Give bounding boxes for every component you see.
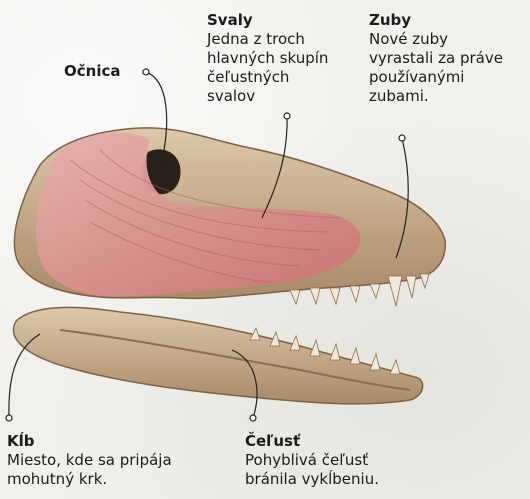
label-svaly-line-1: Jedna z troch: [207, 30, 367, 49]
label-celust-line-2: bránila vykĺbeniu.: [245, 470, 485, 489]
label-kib-line-2: mohutný krk.: [7, 470, 227, 489]
label-ocnica-title: Očnica: [64, 62, 120, 80]
label-kib: Kĺb Miesto, kde sa pripája mohutný krk.: [7, 432, 227, 489]
label-zuby-line-3: používanými: [369, 68, 529, 87]
label-celust: Čeľusť Pohyblivá čeľusť bránila vykĺbeni…: [245, 432, 485, 489]
label-celust-title: Čeľusť: [245, 432, 485, 451]
label-svaly-line-3: čeľustných: [207, 68, 367, 87]
label-zuby-line-4: zubami.: [369, 87, 529, 106]
label-zuby-line-2: vyrastali za práve: [369, 49, 529, 68]
label-zuby-title: Zuby: [369, 11, 529, 30]
label-svaly-line-4: svalov: [207, 87, 367, 106]
label-zuby-line-1: Nové zuby: [369, 30, 529, 49]
label-zuby: Zuby Nové zuby vyrastali za práve použív…: [369, 11, 529, 106]
label-kib-line-1: Miesto, kde sa pripája: [7, 451, 227, 470]
label-svaly: Svaly Jedna z troch hlavných skupín čeľu…: [207, 11, 367, 106]
label-kib-title: Kĺb: [7, 432, 227, 451]
label-svaly-line-2: hlavných skupín: [207, 49, 367, 68]
label-ocnica: Očnica: [64, 62, 120, 81]
label-svaly-title: Svaly: [207, 11, 367, 30]
label-celust-line-1: Pohyblivá čeľusť: [245, 451, 485, 470]
